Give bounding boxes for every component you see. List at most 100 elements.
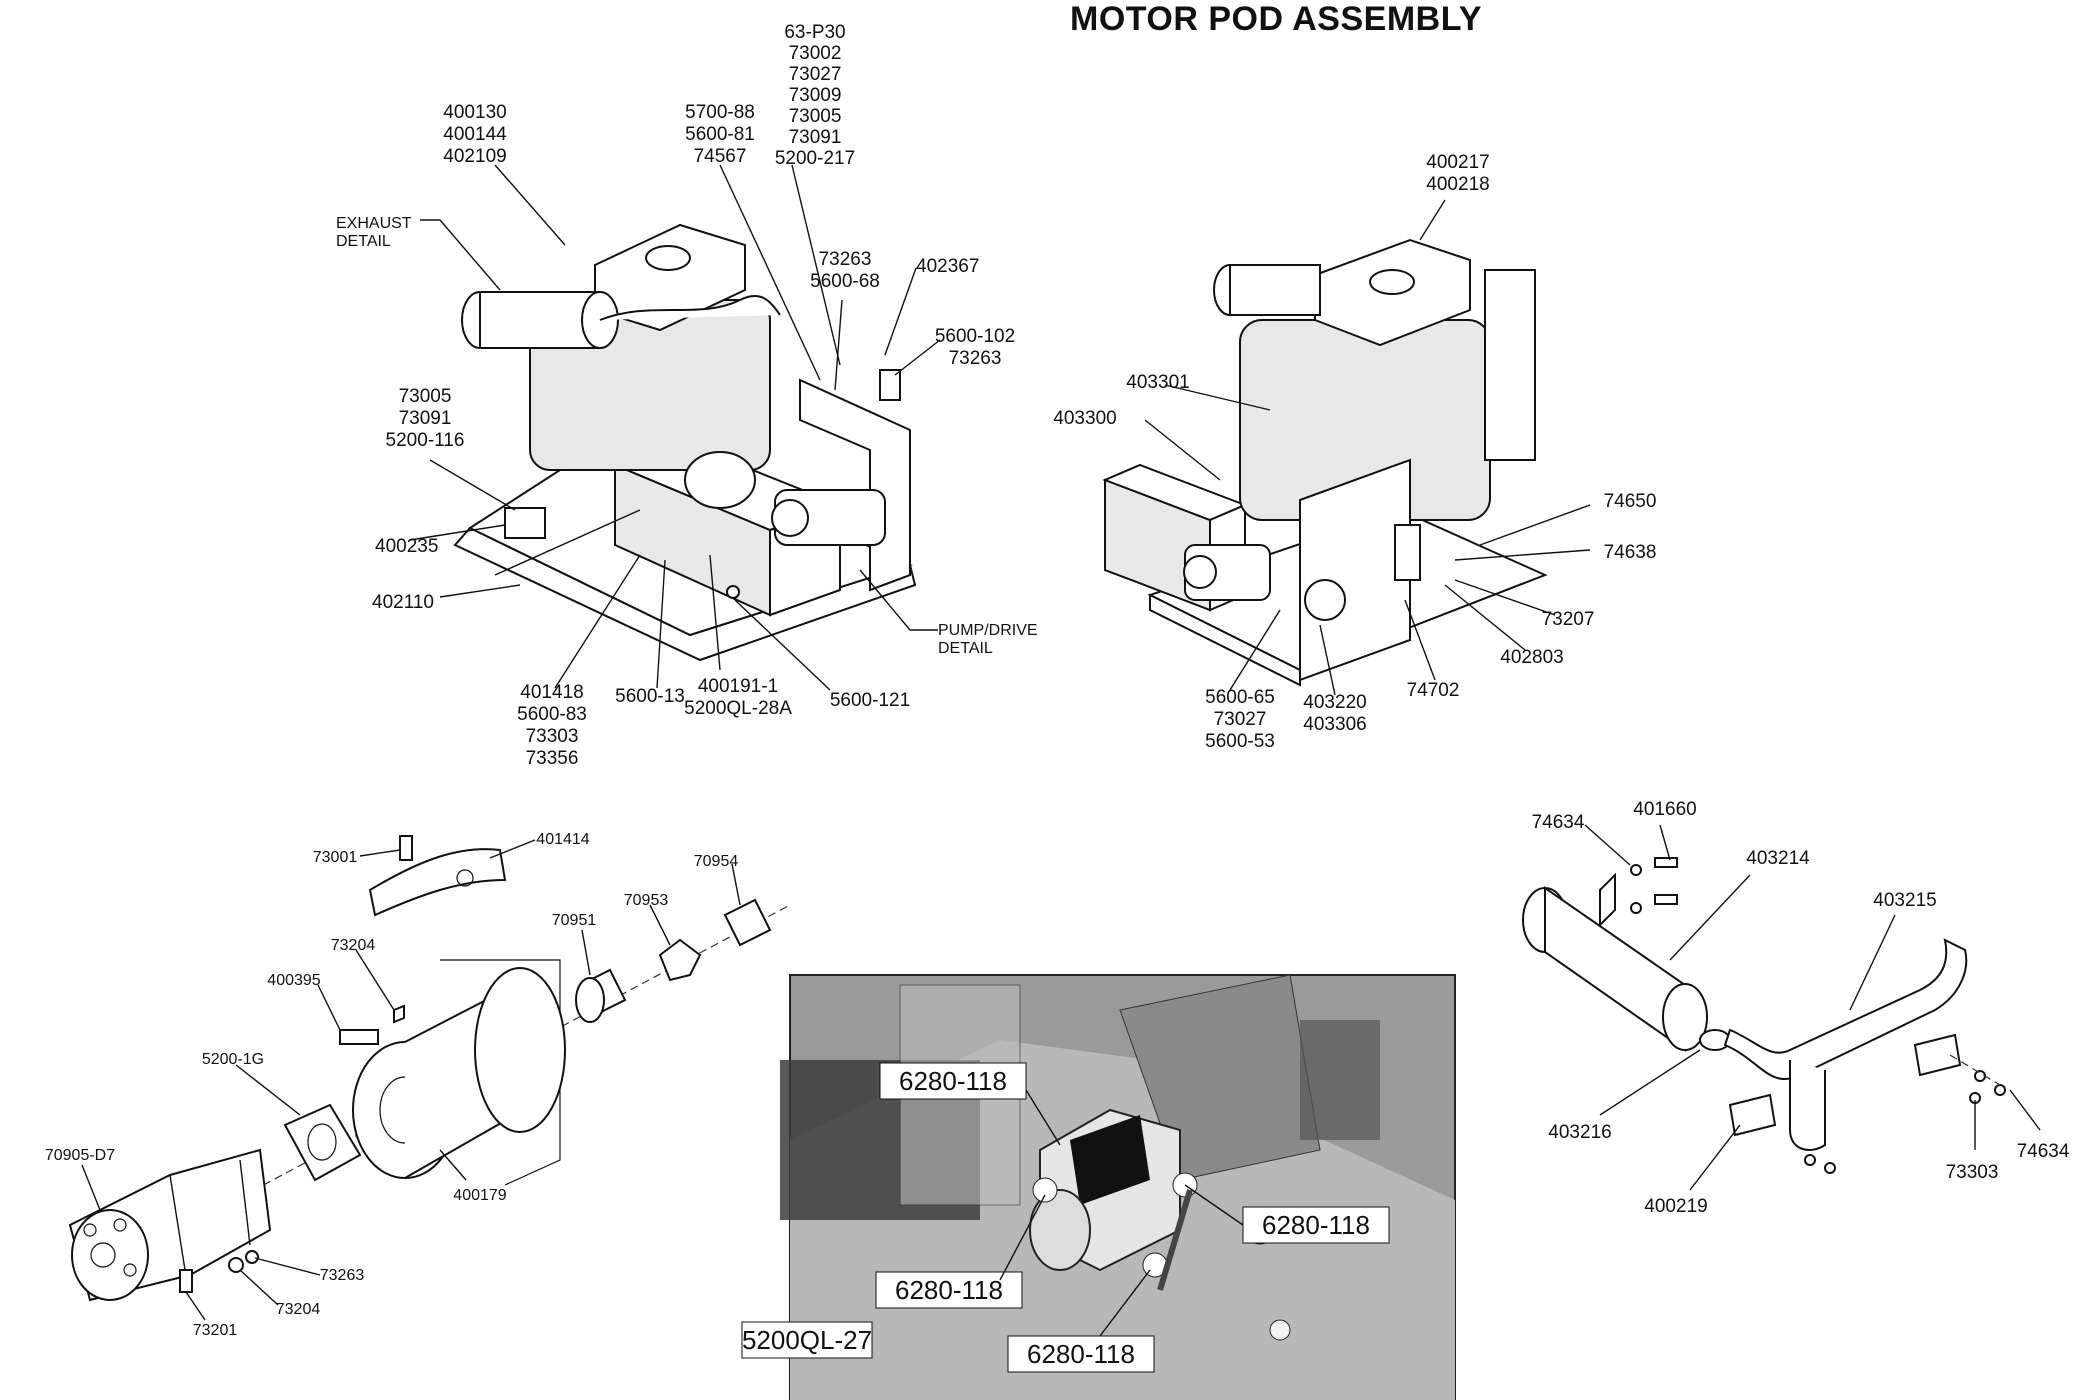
right-assembly-drawing xyxy=(1102,238,1548,687)
exhaust-detail-callout: 74634 xyxy=(1532,812,1585,833)
part-number: 73005 xyxy=(399,386,452,407)
right-assembly-callout: 403301 xyxy=(1126,372,1189,393)
part-number: 400219 xyxy=(1644,1196,1707,1217)
part-number: 73263 xyxy=(320,1267,365,1284)
part-number: 401414 xyxy=(536,831,589,848)
part-number: 403216 xyxy=(1548,1122,1611,1143)
part-number: 400395 xyxy=(267,972,320,989)
right-assembly-callout: 74638 xyxy=(1604,542,1657,563)
part-number: 74567 xyxy=(694,146,747,167)
part-number: 400218 xyxy=(1426,174,1489,195)
part-number: 73001 xyxy=(313,849,358,866)
part-number: 5700-88 xyxy=(685,102,755,123)
part-number: 6280-118 xyxy=(1027,1339,1135,1369)
part-number: 73091 xyxy=(399,408,452,429)
right-assembly-callout: 74702 xyxy=(1407,680,1460,701)
part-number: 403306 xyxy=(1303,714,1366,735)
part-number: 73263 xyxy=(949,348,1002,369)
part-number: 403215 xyxy=(1873,890,1936,911)
part-number: 70954 xyxy=(694,853,739,870)
part-number: 401418 xyxy=(520,682,583,703)
part-number: 73303 xyxy=(1946,1162,1999,1183)
pump-drive-detail-callout: 70905-D7 xyxy=(45,1147,115,1164)
exhaust-detail-callout: 73303 xyxy=(1946,1162,1999,1183)
part-number: 403300 xyxy=(1053,408,1116,429)
part-number: PUMP/DRIVE xyxy=(938,622,1038,639)
hose-detail-drawing xyxy=(741,974,1456,1400)
left-assembly-callout: 5600-121 xyxy=(830,690,910,711)
leader-lines xyxy=(81,164,2041,1321)
pump-drive-detail-callout: 70954 xyxy=(694,853,739,870)
part-number: 402109 xyxy=(443,146,506,167)
pump-drive-detail-callout: 400179 xyxy=(453,1187,506,1204)
part-number: 400130 xyxy=(443,102,506,123)
part-number: DETAIL xyxy=(336,233,391,250)
part-number: 73207 xyxy=(1542,609,1595,630)
pump-drive-detail-callout: 73201 xyxy=(193,1322,238,1339)
pump-drive-detail-callout: 70953 xyxy=(624,892,669,909)
part-number: 73201 xyxy=(193,1322,238,1339)
part-number: 400217 xyxy=(1426,152,1489,173)
part-number: 400235 xyxy=(375,536,438,557)
part-number: 5200QL-27 xyxy=(742,1325,872,1355)
right-assembly-callout: 403300 xyxy=(1053,408,1116,429)
part-number: 70953 xyxy=(624,892,669,909)
part-number: EXHAUST xyxy=(336,215,412,232)
hose-detail-callout: 5200QL-27 xyxy=(742,1325,872,1355)
part-number: 5200-1G xyxy=(202,1051,264,1068)
part-number: 5600-83 xyxy=(517,704,587,725)
part-number: 5200-217 xyxy=(775,148,855,169)
right-assembly-callout: 73207 xyxy=(1542,609,1595,630)
hose-detail-callout: 6280-118 xyxy=(899,1066,1007,1096)
part-number: 402803 xyxy=(1500,647,1563,668)
part-number: 63-P30 xyxy=(784,22,845,43)
part-number: 403220 xyxy=(1303,692,1366,713)
part-number: 5600-121 xyxy=(830,690,910,711)
left-assembly-callout: 5600-13 xyxy=(615,686,685,707)
exhaust-detail-callout: 400219 xyxy=(1644,1196,1707,1217)
part-number: 73027 xyxy=(1214,709,1267,730)
part-number: 5600-65 xyxy=(1205,687,1275,708)
part-number: 402110 xyxy=(372,592,434,613)
part-number: 400179 xyxy=(453,1187,506,1204)
part-number: 73263 xyxy=(819,249,872,270)
part-number: 73204 xyxy=(331,937,376,954)
part-number: 400191-1 xyxy=(698,676,778,697)
left-assembly-callout: 400235 xyxy=(375,536,438,557)
part-number: 74702 xyxy=(1407,680,1460,701)
page-title: MOTOR POD ASSEMBLY xyxy=(1070,0,1483,38)
pump-drive-detail-callout: 5200-1G xyxy=(202,1051,264,1068)
pump-drive-detail-callout: 73204 xyxy=(276,1301,321,1318)
part-number: 74638 xyxy=(1604,542,1657,563)
hose-detail-callout: 6280-118 xyxy=(1262,1210,1370,1240)
pump-drive-detail-callout: 73204 xyxy=(331,937,376,954)
exhaust-detail-drawing xyxy=(1522,857,2006,1174)
part-number: 73356 xyxy=(526,748,579,769)
part-number: 402367 xyxy=(916,256,979,277)
part-number: 73091 xyxy=(789,127,842,148)
pump-drive-detail-callout: 400395 xyxy=(267,972,320,989)
part-number: 5600-102 xyxy=(935,326,1015,347)
part-number: 73027 xyxy=(789,64,842,85)
part-number: 70905-D7 xyxy=(45,1147,115,1164)
pump-drive-drawing xyxy=(68,835,791,1302)
part-number: 5600-68 xyxy=(810,271,880,292)
right-assembly-callout: 74650 xyxy=(1604,491,1657,512)
left-assembly-drawing xyxy=(453,223,917,662)
part-number: 73002 xyxy=(789,43,842,64)
right-assembly-callout: 402803 xyxy=(1500,647,1563,668)
exhaust-detail-callout: 74634 xyxy=(2017,1141,2070,1162)
part-number: 6280-118 xyxy=(899,1066,1007,1096)
part-number: 6280-118 xyxy=(1262,1210,1370,1240)
pump-drive-detail-callout: 70951 xyxy=(552,912,597,929)
